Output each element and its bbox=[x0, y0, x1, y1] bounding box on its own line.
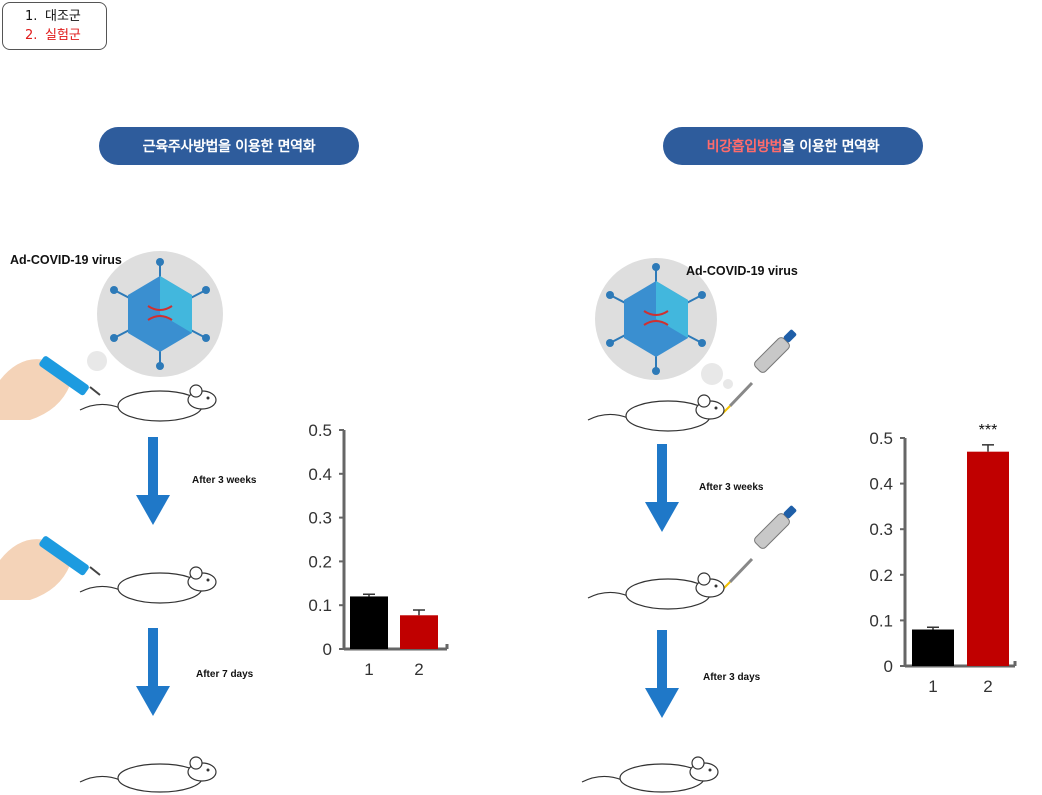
y-tick-label: 0.5 bbox=[308, 421, 332, 440]
legend-item-experiment: 2.실험군 bbox=[25, 28, 81, 43]
mouse-icon-right-1 bbox=[587, 394, 725, 432]
pipette-icon bbox=[721, 329, 797, 415]
mouse-icon-left-1 bbox=[79, 384, 217, 422]
down-arrow-left-1 bbox=[136, 437, 170, 525]
y-tick-label: 0.5 bbox=[869, 429, 893, 448]
x-tick-label: 1 bbox=[364, 660, 373, 679]
y-tick-label: 0.1 bbox=[869, 611, 893, 630]
bar-experiment bbox=[400, 615, 438, 649]
bar-chart-intramuscular: 0 0.1 0.2 0.3 0.4 0.5 1 2 bbox=[308, 421, 449, 679]
y-tick-label: 0.2 bbox=[869, 566, 893, 585]
mouse-icon-right-2 bbox=[587, 572, 725, 610]
syringe-hand-icon bbox=[0, 356, 101, 420]
y-tick-label: 0.4 bbox=[869, 475, 893, 494]
step-label-right-1: After 3 weeks bbox=[699, 482, 764, 493]
mouse-icon-left-2 bbox=[79, 566, 217, 604]
group-legend: 1.대조군 2.실험군 bbox=[2, 2, 107, 50]
down-arrow-right-2 bbox=[645, 630, 679, 718]
bar-control bbox=[912, 629, 954, 666]
y-tick-label: 0.4 bbox=[308, 465, 332, 484]
virus-label-right: Ad-COVID-19 virus bbox=[686, 264, 798, 278]
x-tick-label: 2 bbox=[414, 660, 423, 679]
virus-label-left: Ad-COVID-19 virus bbox=[10, 253, 122, 267]
bar-chart-intranasal: 0 0.1 0.2 0.3 0.4 0.5 1 2 *** bbox=[869, 422, 1017, 696]
bar-experiment bbox=[967, 451, 1009, 666]
x-tick-label: 2 bbox=[983, 677, 992, 696]
down-arrow-right-1 bbox=[645, 444, 679, 532]
pipette-icon bbox=[721, 505, 797, 591]
y-tick-label: 0.1 bbox=[308, 596, 332, 615]
y-tick-label: 0 bbox=[323, 640, 332, 659]
down-arrow-left-2 bbox=[136, 628, 170, 716]
y-tick-label: 0.3 bbox=[308, 509, 332, 528]
y-tick-label: 0.2 bbox=[308, 552, 332, 571]
y-tick-label: 0 bbox=[884, 657, 893, 676]
intramuscular-title: 근육주사방법을 이용한 면역화 bbox=[99, 127, 359, 165]
x-tick-label: 1 bbox=[928, 677, 937, 696]
bubble-icon bbox=[701, 363, 733, 389]
intranasal-title-highlight: 비강흡입방법 bbox=[706, 139, 783, 155]
step-label-left-1: After 3 weeks bbox=[192, 475, 257, 486]
virus-illustration-left bbox=[97, 251, 223, 377]
mouse-icon-right-3 bbox=[581, 756, 719, 793]
step-label-right-2: After 3 days bbox=[703, 672, 761, 683]
y-tick-label: 0.3 bbox=[869, 520, 893, 539]
significance-annotation: *** bbox=[979, 422, 998, 439]
virus-illustration-right bbox=[595, 258, 717, 380]
legend-label-control: 대조군 bbox=[45, 9, 81, 24]
mouse-icon-left-3 bbox=[79, 756, 217, 793]
intranasal-title-rest: 을 이용한 면역화 bbox=[782, 139, 880, 155]
bar-control bbox=[350, 596, 388, 649]
legend-label-experiment: 실험군 bbox=[45, 28, 81, 43]
bubble-icon bbox=[87, 351, 107, 371]
step-label-left-2: After 7 days bbox=[196, 669, 254, 680]
legend-item-control: 1.대조군 bbox=[25, 9, 81, 24]
syringe-hand-icon bbox=[0, 536, 101, 600]
